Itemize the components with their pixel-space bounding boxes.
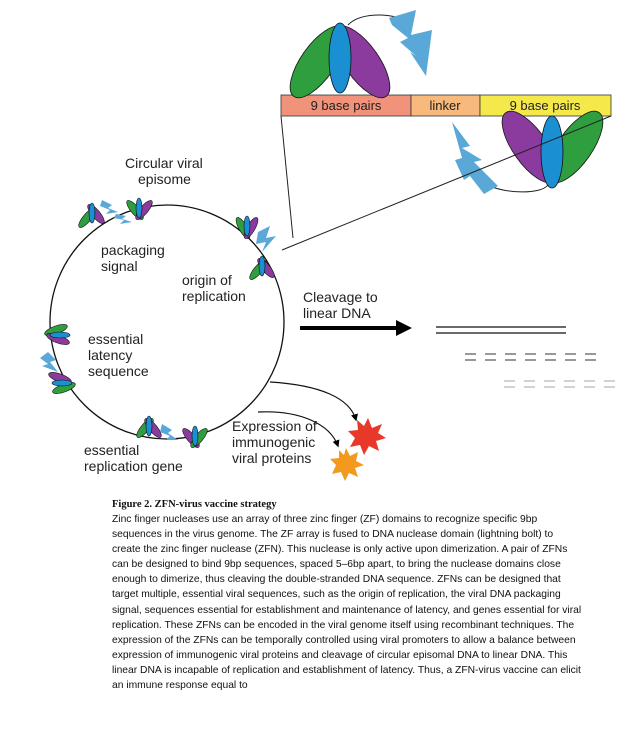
replication-gene-label: essential replication gene xyxy=(84,442,183,474)
bp-label-left: 9 base pairs xyxy=(311,98,382,113)
dna-fragments-faded xyxy=(504,380,615,388)
zf-array-top xyxy=(289,22,391,99)
linker-tether-bottom xyxy=(489,184,549,193)
zf-blue-domain xyxy=(328,22,352,94)
dna-fragments-mid xyxy=(465,353,596,361)
zfn-pair-replication xyxy=(136,415,208,448)
linker-label: linker xyxy=(429,98,461,113)
linear-dna xyxy=(436,326,615,388)
bp-segment-right xyxy=(479,94,612,117)
expression-arrow-inner xyxy=(257,411,340,448)
caption-body: Zinc finger nucleases use an array of th… xyxy=(112,514,582,692)
origin-replication-label: origin of replication xyxy=(182,272,246,304)
zfn-detail: 9 base pairs linker 9 base pairs xyxy=(280,10,612,194)
viral-episome-circle xyxy=(49,204,285,440)
zf-array-bottom xyxy=(501,110,604,189)
bp-label-right: 9 base pairs xyxy=(510,98,581,113)
figure-caption: Figure 2. ZFN-virus vaccine strategy Zin… xyxy=(112,498,582,693)
packaging-signal-label: packaging signal xyxy=(101,242,165,274)
expression-label: Expression of immunogenic viral proteins xyxy=(232,418,317,466)
zfn-pair-latency xyxy=(40,324,76,394)
zfn-pair-packaging xyxy=(78,197,153,228)
nuclease-bolt-top xyxy=(389,10,432,76)
cleavage-label: Cleavage to linear DNA xyxy=(303,289,378,321)
protein-red-icon xyxy=(348,418,386,455)
cleavage-arrowhead xyxy=(396,320,412,336)
caption-title: Figure 2. ZFN-virus vaccine strategy xyxy=(112,499,277,510)
zoom-line-upper xyxy=(280,115,294,239)
nuclease-bolt-bottom xyxy=(452,122,498,194)
protein-orange-icon xyxy=(330,448,364,481)
zoom-line-lower xyxy=(281,115,612,251)
circular-episome-label: Circular viral episome xyxy=(125,155,203,187)
latency-sequence-label: essential latency sequence xyxy=(88,331,149,379)
expression-arrow-outer xyxy=(269,381,358,422)
zf-blue-domain xyxy=(540,115,564,189)
zfn-pair-origin xyxy=(235,215,276,280)
